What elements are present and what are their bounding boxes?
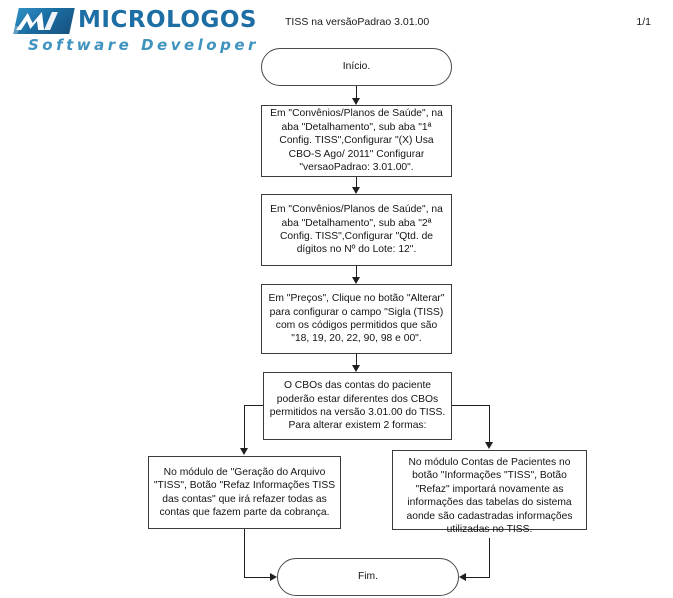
- flow-node-step-2-label: Em "Convênios/Planos de Saúde", na aba "…: [270, 204, 443, 256]
- arrowhead-cbo-to-left: [240, 448, 248, 455]
- connector-cbo-to-left-horizontal: [244, 405, 264, 406]
- flow-node-branch-left-label: No módulo de "Geração do Arquivo "TISS",…: [153, 466, 336, 518]
- flow-node-step-3: Em "Preços", Clique no botão "Alterar" p…: [261, 284, 452, 354]
- connector-cbo-to-right-vertical: [489, 405, 490, 442]
- flow-node-branch-left: No módulo de "Geração do Arquivo "TISS",…: [148, 456, 341, 529]
- arrowhead-start-to-step1: [352, 98, 360, 105]
- flow-node-start: Início.: [261, 48, 452, 86]
- flow-node-end-label: Fim.: [357, 571, 378, 583]
- flow-node-branch-right: No módulo Contas de Pacientes no botão "…: [392, 450, 587, 535]
- connector-left-to-end-horizontal: [244, 577, 271, 578]
- flow-node-start-label: Início.: [342, 61, 371, 73]
- arrowhead-left-to-end: [270, 573, 277, 581]
- page-indicator: 1/1: [636, 16, 651, 28]
- micrologos-mark-icon: [13, 8, 75, 34]
- brand-logo: Micrologos Software Developer: [12, 4, 256, 56]
- flow-node-step-3-label: Em "Preços", Clique no botão "Alterar" p…: [268, 293, 445, 345]
- connector-step3-to-cbo: [356, 354, 357, 365]
- brand-tagline: Software Developer: [28, 36, 259, 54]
- connector-cbo-to-left-vertical: [244, 405, 245, 448]
- flow-node-branch-right-label: No módulo Contas de Pacientes no botão "…: [406, 457, 573, 536]
- arrowhead-step2-to-step3: [352, 277, 360, 284]
- connector-right-to-end-horizontal: [466, 577, 490, 578]
- brand-name: Micrologos: [78, 7, 257, 33]
- flow-node-cbo-info: O CBOs das contas do paciente poderão es…: [263, 372, 452, 440]
- connector-cbo-to-right-horizontal: [452, 405, 490, 406]
- connector-step1-to-step2: [356, 177, 357, 188]
- arrowhead-right-to-end: [459, 573, 466, 581]
- arrowhead-cbo-to-right: [485, 442, 493, 449]
- arrowhead-step1-to-step2: [352, 187, 360, 194]
- flow-node-cbo-info-label: O CBOs das contas do paciente poderão es…: [269, 380, 446, 432]
- arrowhead-step3-to-cbo: [352, 365, 360, 372]
- connector-right-to-end-vertical: [489, 538, 490, 577]
- flow-node-end: Fim.: [277, 558, 459, 596]
- connector-left-to-end-vertical: [244, 529, 245, 577]
- connector-step2-to-step3: [356, 266, 357, 277]
- flow-node-step-1: Em "Convênios/Planos de Saúde", na aba "…: [261, 105, 452, 177]
- flow-node-step-2: Em "Convênios/Planos de Saúde", na aba "…: [261, 194, 452, 266]
- page-title: TISS na versãoPadrao 3.01.00: [285, 16, 430, 28]
- connector-start-to-step1: [356, 86, 357, 99]
- flow-node-step-1-label: Em "Convênios/Planos de Saúde", na aba "…: [270, 108, 443, 174]
